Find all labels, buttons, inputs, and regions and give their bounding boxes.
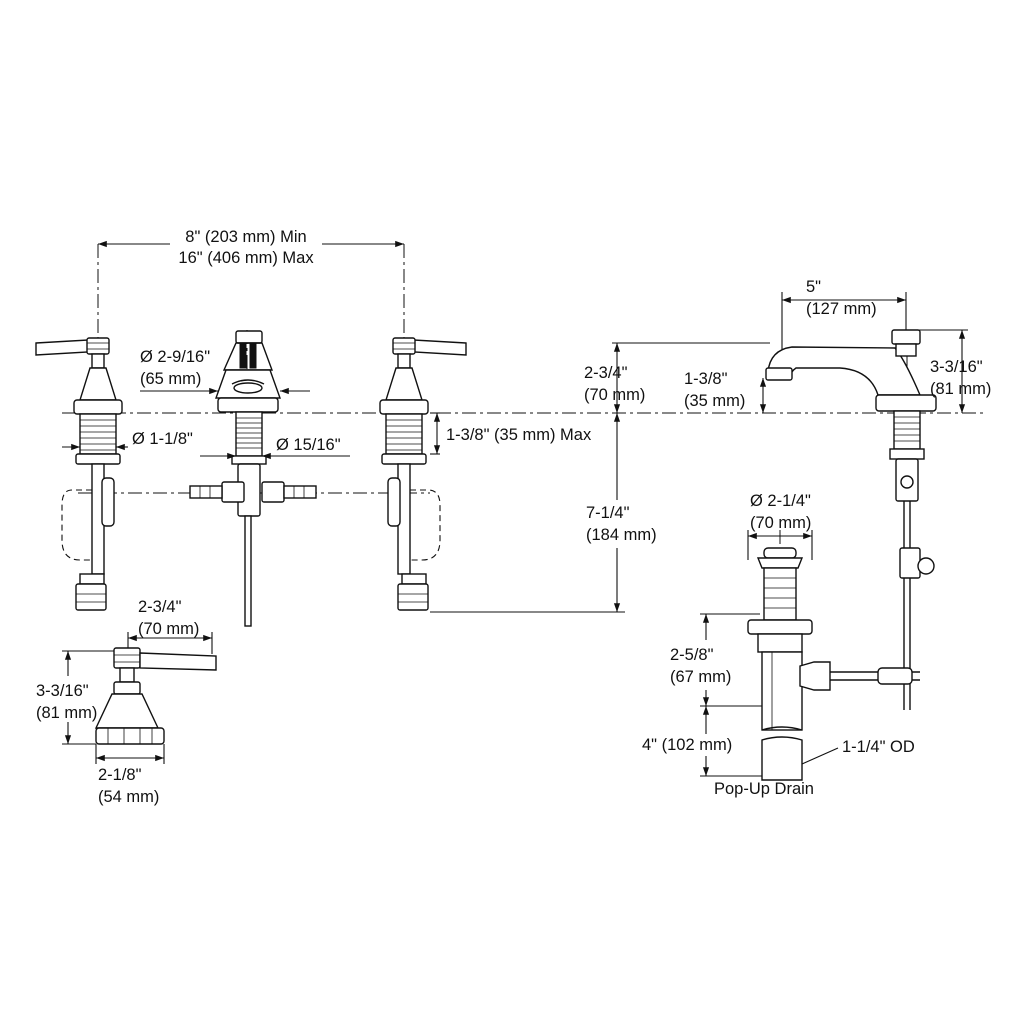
side-height-mm-label: (81 mm)	[930, 380, 991, 398]
handle-base-mm-label: (54 mm)	[98, 788, 159, 806]
right-lever	[413, 339, 467, 356]
handle-height-label: 3-3/16"	[36, 682, 89, 700]
spout-assembly	[189, 330, 317, 627]
tailpiece-length-label: 4" (102 mm)	[642, 736, 732, 754]
pop-up-drain	[747, 547, 920, 781]
dimension-lines	[62, 240, 968, 777]
spout-height-mm-label: (70 mm)	[584, 386, 645, 404]
pop-up-drain-label: Pop-Up Drain	[714, 780, 814, 798]
right-handle-valve	[379, 337, 467, 611]
left-handle-valve	[35, 337, 123, 611]
handle-reach-label: 2-3/4"	[138, 598, 182, 616]
handle-detail-view	[94, 647, 217, 745]
handle-base-label: 2-1/8"	[98, 766, 142, 784]
aerator-height-label: 1-3/8"	[684, 370, 728, 388]
dimension-labels: 8" (203 mm) Min 16" (406 mm) Max Ø 2-9/1…	[36, 228, 991, 806]
below-deck-label: 7-1/4"	[586, 504, 630, 522]
side-height-label: 3-3/16"	[930, 358, 983, 376]
spread-min-label: 8" (203 mm) Min	[185, 228, 306, 246]
below-deck-mm-label: (184 mm)	[586, 526, 657, 544]
side-spout-view	[765, 329, 937, 710]
drain-body-mm-label: (67 mm)	[670, 668, 731, 686]
deck-max-label: 1-3/8" (35 mm) Max	[446, 426, 592, 444]
spout-base-dia-mm-label: (65 mm)	[140, 370, 201, 388]
handle-height-mm-label: (81 mm)	[36, 704, 97, 722]
tailpiece-od-label: 1-1/4" OD	[842, 738, 915, 756]
spout-reach-label: 5"	[806, 278, 821, 296]
handle-reach-mm-label: (70 mm)	[138, 620, 199, 638]
drain-dia-label: Ø 2-1/4"	[750, 492, 811, 510]
spout-reach-mm-label: (127 mm)	[806, 300, 877, 318]
spout-height-label: 2-3/4"	[584, 364, 628, 382]
left-lever	[35, 339, 89, 356]
spout-shank-dia-label: Ø 15/16"	[276, 436, 341, 454]
drain-dia-mm-label: (70 mm)	[750, 514, 811, 532]
shank-dia-label: Ø 1-1/8"	[132, 430, 193, 448]
spout-base-dia-label: Ø 2-9/16"	[140, 348, 210, 366]
spread-max-label: 16" (406 mm) Max	[178, 249, 314, 267]
drain-body-label: 2-5/8"	[670, 646, 714, 664]
aerator-height-mm-label: (35 mm)	[684, 392, 745, 410]
